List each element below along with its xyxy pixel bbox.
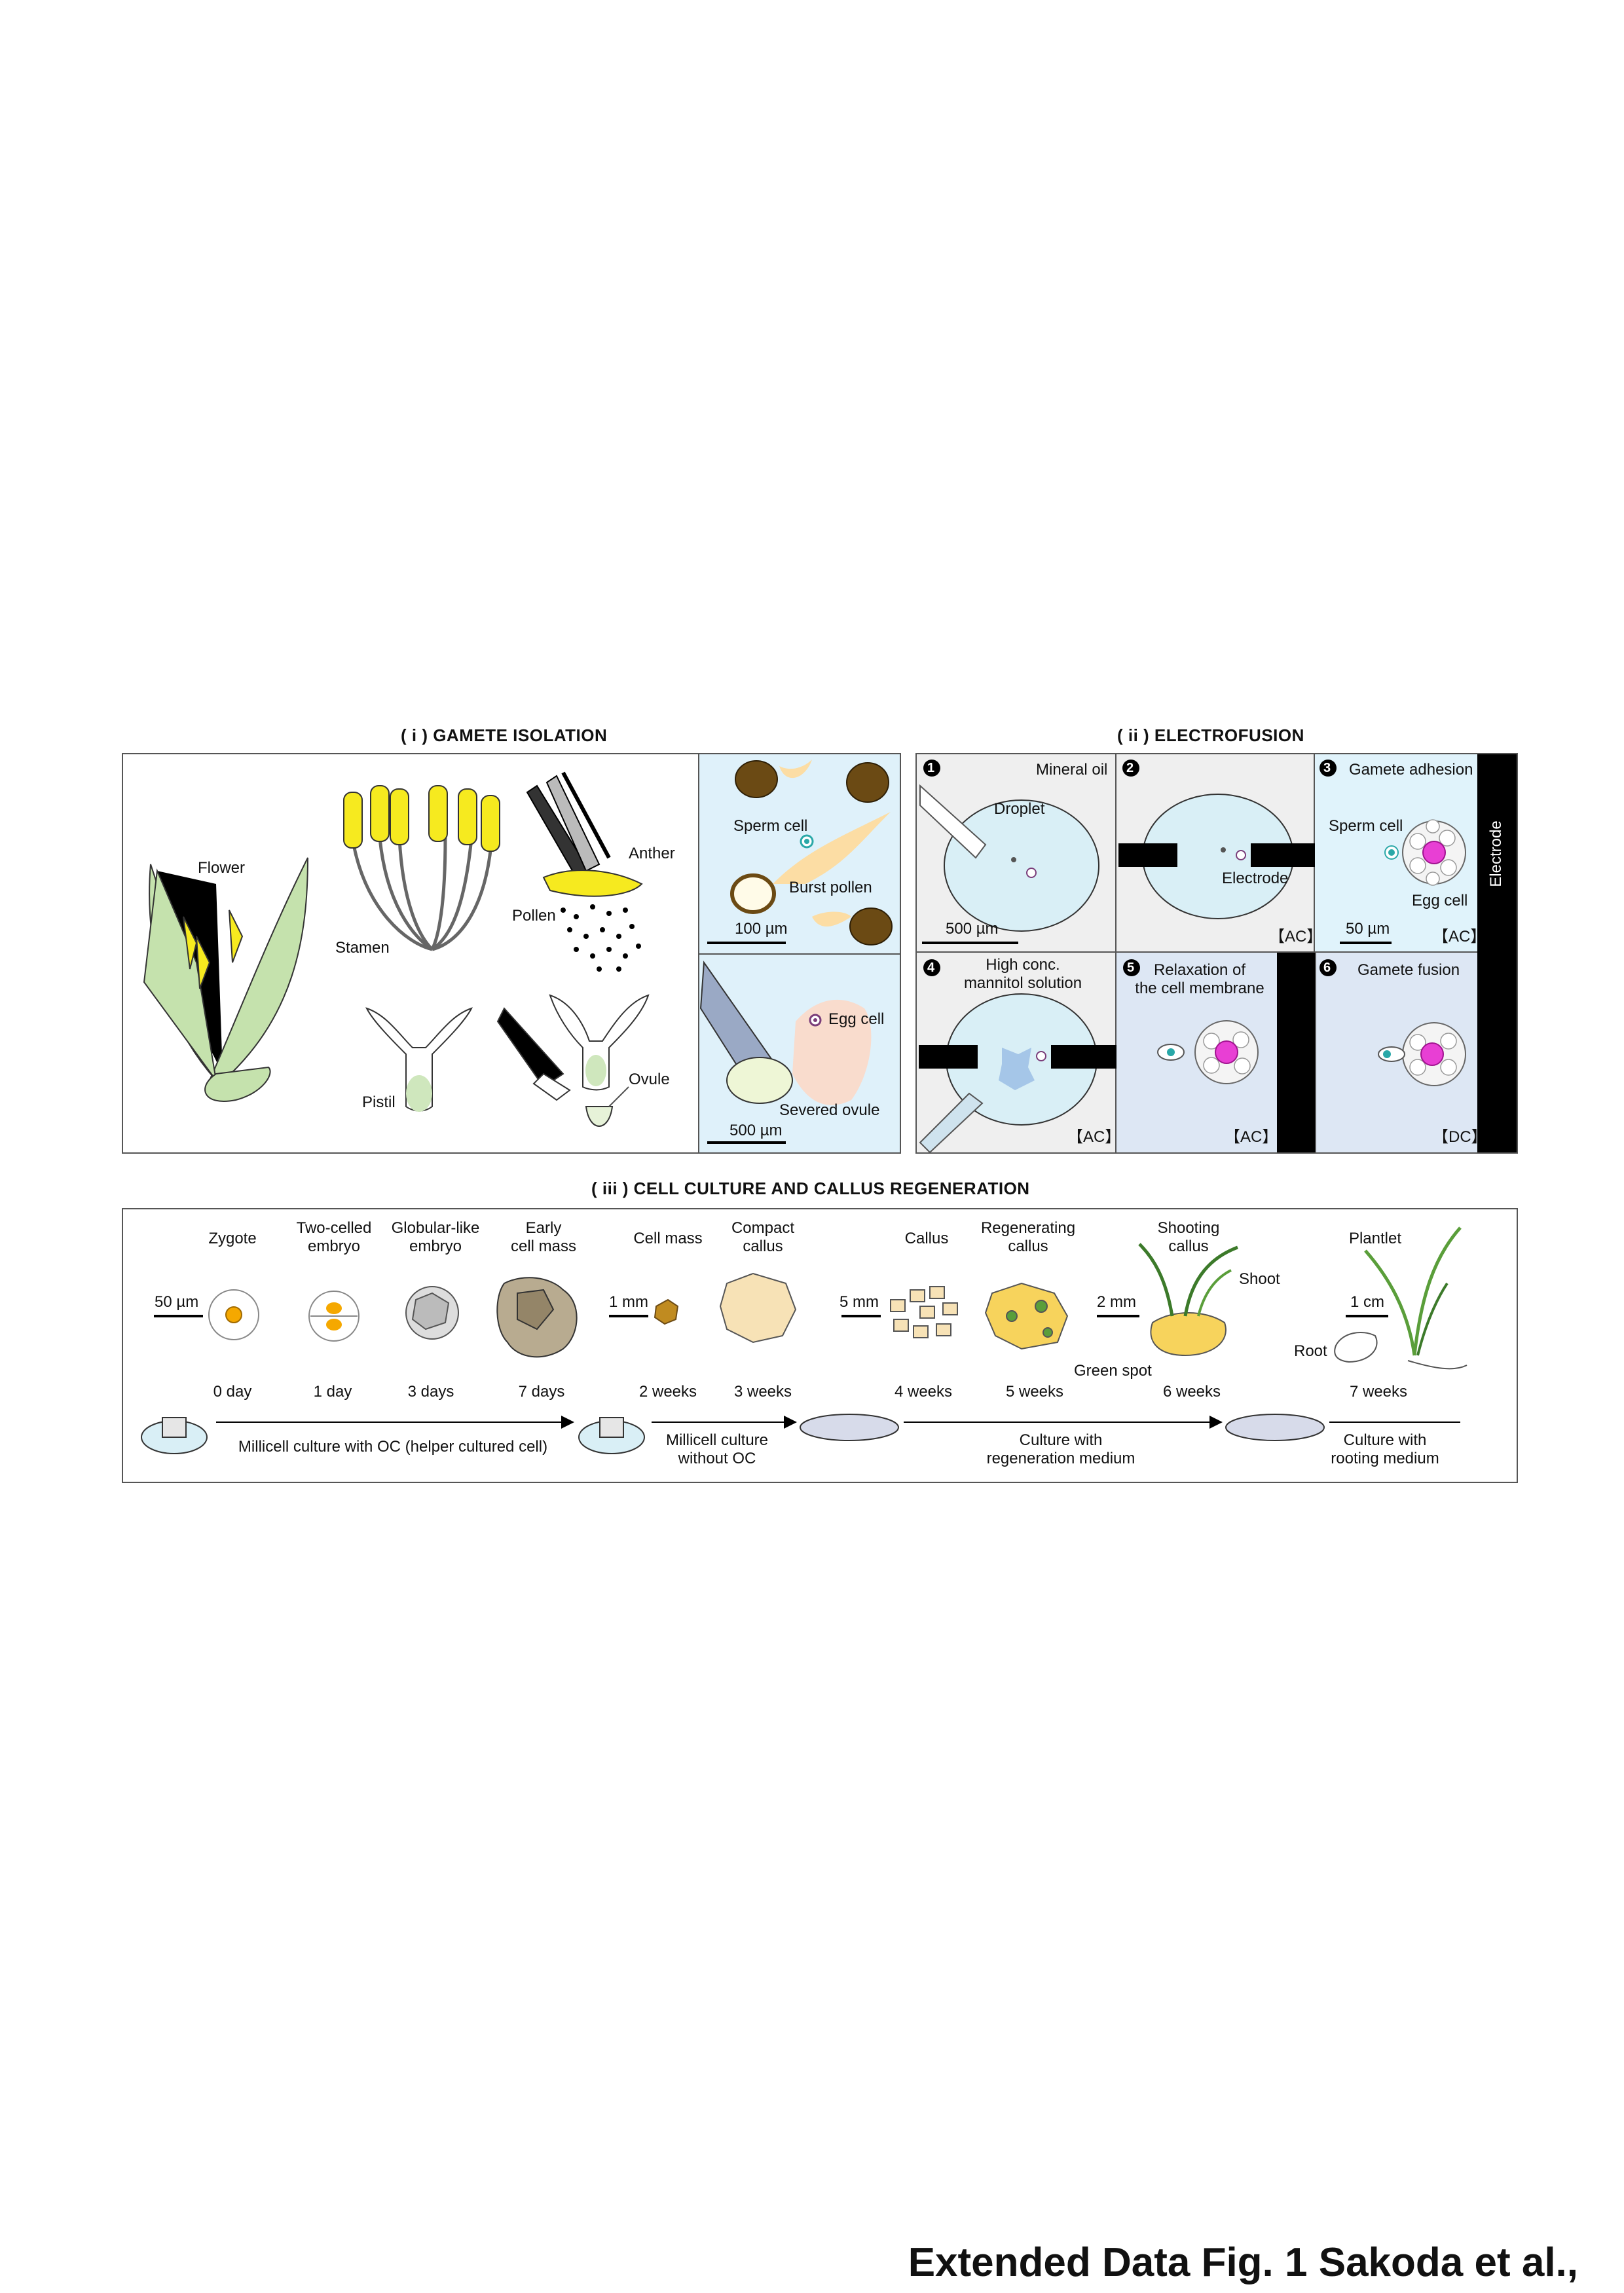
tweezers-anther	[526, 771, 643, 897]
stage-early-mass: Early cell mass	[510, 1219, 577, 1255]
time-5-weeks: 5 weeks	[1005, 1383, 1064, 1401]
stage-callus: Callus	[904, 1230, 949, 1247]
ef-panel-2-number: 2	[1126, 761, 1134, 775]
time-2-weeks: 2 weeks	[638, 1383, 697, 1401]
phase-rooting: Culture with rooting medium	[1331, 1431, 1439, 1467]
stage-two-celled: Two-celled embryo	[296, 1219, 372, 1255]
ef-panel-1-droplet: Droplet	[994, 800, 1045, 818]
stage-zygote: Zygote	[208, 1230, 257, 1247]
time-3-days: 3 days	[407, 1383, 454, 1401]
ef-panel-3-number: 3	[1323, 761, 1331, 775]
ef-panel-5-mode: 【AC】	[1225, 1128, 1278, 1146]
section-iii-title: ( iii ) CELL CULTURE AND CALLUS REGENERA…	[591, 1179, 1030, 1198]
stamen-illustration	[352, 837, 493, 951]
stage-globular: Globular-like embryo	[391, 1219, 480, 1255]
electrode-side-bar	[1477, 754, 1517, 1152]
label-pistil: Pistil	[362, 1093, 396, 1111]
pistil-illustration	[365, 1007, 473, 1112]
ef-panel-4-number: 4	[927, 961, 935, 975]
ef-panel-5-title: Relaxation of the cell membrane	[1135, 961, 1264, 997]
stage-plantlet: Plantlet	[1348, 1230, 1402, 1247]
label-stamen: Stamen	[335, 939, 390, 957]
ef-panel-3-mode: 【AC】	[1433, 928, 1486, 945]
ef-panel-2-mode: 【AC】	[1269, 928, 1323, 945]
scale-1mm: 1 mm	[609, 1293, 648, 1311]
phase-regeneration: Culture with regeneration medium	[986, 1431, 1135, 1467]
ef-panel-1-number: 1	[927, 761, 935, 775]
time-1-day: 1 day	[313, 1383, 352, 1401]
label-egg-cell: Egg cell	[828, 1010, 885, 1028]
scale-5mm: 5 mm	[840, 1293, 879, 1311]
ef-panel-2-electrode: Electrode	[1222, 870, 1289, 887]
ef-panel-5-number: 5	[1127, 961, 1135, 975]
time-3-weeks: 3 weeks	[733, 1383, 792, 1401]
ef-panel-3-scale: 50 µm	[1346, 920, 1390, 938]
scale-1cm: 1 cm	[1350, 1293, 1385, 1311]
scale-2mm: 2 mm	[1097, 1293, 1136, 1311]
time-7-days: 7 days	[518, 1383, 565, 1401]
stage-shooting: Shooting callus	[1157, 1219, 1220, 1255]
scale-500um: 500 µm	[729, 1122, 783, 1139]
ef-panel-1-scale: 500 µm	[946, 920, 999, 938]
figure-footer: Extended Data Fig. 1 Sakoda et al.,	[908, 2240, 1578, 2285]
label-pollen: Pollen	[512, 907, 556, 925]
ef-panel-1-title: Mineral oil	[1036, 761, 1108, 779]
time-6-weeks: 6 weeks	[1162, 1383, 1221, 1401]
sperm-subpanel-drawing	[707, 760, 893, 945]
label-ovule: Ovule	[629, 1071, 670, 1088]
phase-millicell-oc: Millicell culture with OC (helper cultur…	[238, 1438, 548, 1456]
label-anther: Anther	[629, 845, 675, 862]
pollen-dots	[561, 904, 641, 972]
annotation-shoot: Shoot	[1239, 1270, 1280, 1288]
stamen-anthers	[343, 785, 500, 852]
ef-panel-6-number: 6	[1323, 961, 1331, 975]
stage-compact: Compact callus	[731, 1219, 795, 1255]
time-7-weeks: 7 weeks	[1349, 1383, 1408, 1401]
ef-panel-4-mode: 【AC】	[1067, 1128, 1121, 1146]
section-ii-title: ( ii ) ELECTROFUSION	[1117, 725, 1304, 745]
ef-panel-3-egg: Egg cell	[1412, 892, 1468, 909]
flower-illustration	[143, 857, 308, 1102]
stage-regenerating: Regenerating callus	[980, 1219, 1076, 1255]
scale-100um: 100 µm	[735, 920, 788, 938]
label-sperm-cell: Sperm cell	[733, 817, 808, 835]
egg-subpanel-drawing	[699, 961, 872, 1144]
phase-millicell-no-oc: Millicell culture without OC	[665, 1431, 769, 1467]
time-4-weeks: 4 weeks	[894, 1383, 953, 1401]
stage-cell-mass: Cell mass	[633, 1230, 703, 1247]
time-0-day: 0 day	[213, 1383, 252, 1401]
label-burst-pollen: Burst pollen	[789, 879, 872, 896]
label-flower: Flower	[198, 859, 246, 877]
scale-50um-culture: 50 µm	[155, 1293, 199, 1311]
section-i-title: ( i ) GAMETE ISOLATION	[401, 725, 608, 745]
ef-panel-4-title: High conc. mannitol solution	[963, 956, 1082, 992]
annotation-green-spot: Green spot	[1074, 1362, 1152, 1380]
ef-panel-6-mode: 【DC】	[1433, 1128, 1487, 1146]
ef-panel-3-sperm: Sperm cell	[1329, 817, 1403, 835]
ef-panel-5-electrode	[1277, 953, 1315, 1152]
ef-panel-6-title: Gamete fusion	[1357, 961, 1460, 979]
label-severed-ovule: Severed ovule	[779, 1101, 880, 1119]
annotation-root: Root	[1294, 1342, 1327, 1360]
blade-pistil-ovule	[496, 994, 650, 1127]
ef-panel-3-title: Gamete adhesion	[1349, 761, 1473, 779]
